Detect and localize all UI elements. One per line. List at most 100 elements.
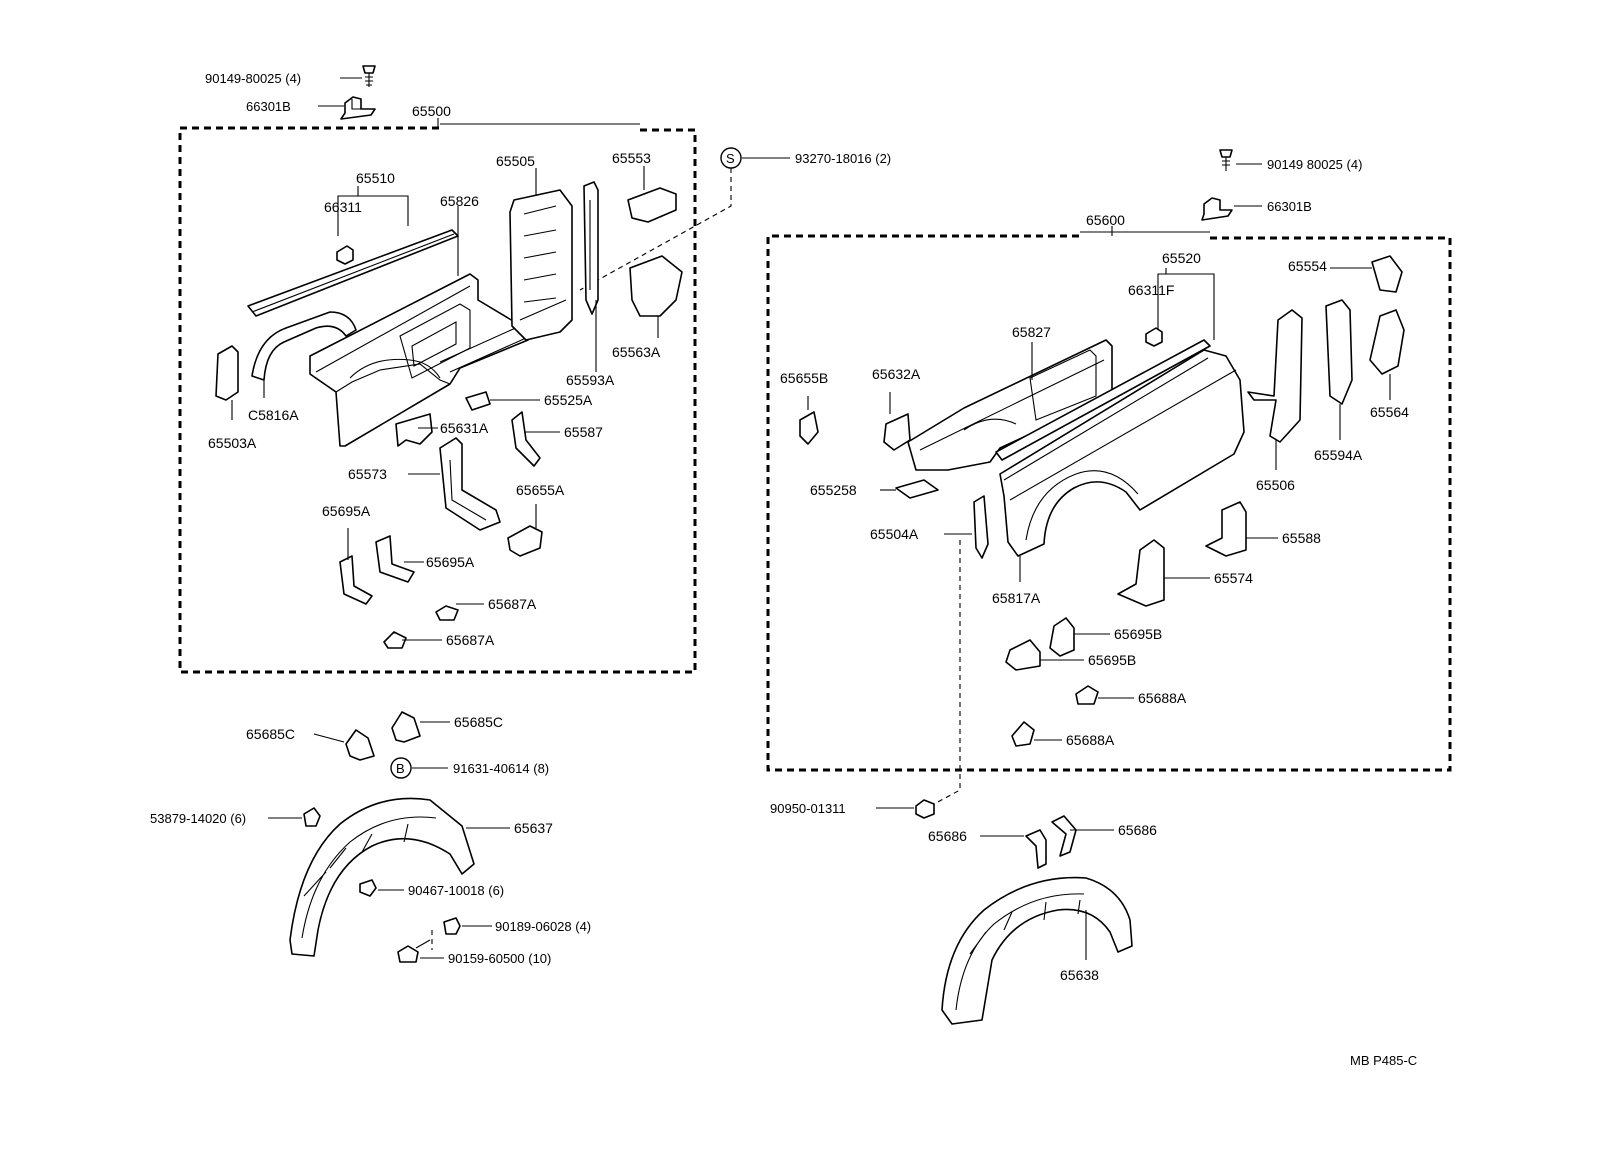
left-fender-liner-65637 [289,797,475,957]
nut-icon [303,807,321,827]
bracket-65632a [883,413,911,451]
bracket-65503a [215,345,239,401]
bracket-65573 [439,437,501,531]
label-65638: 65638 [1060,967,1099,983]
label-65573: 65573 [348,466,387,482]
label-65685c-1: 65685C [246,726,295,742]
b-circle-icon [390,757,412,779]
clip-90467-icon [359,879,377,897]
clip-66301b-right-icon [1201,197,1233,221]
label-65685c-2: 65685C [454,714,503,730]
label-65588: 65588 [1282,530,1321,546]
clip-icon [340,96,376,120]
label-65688a-1: 65688A [1138,690,1187,706]
right-assembly-frame [766,226,1452,772]
label-65687a-1: 65687A [488,596,537,612]
clip-65688a-1 [1075,685,1099,705]
label-65520: 65520 [1162,250,1201,266]
right-outer-side-panel [999,349,1245,557]
label-90149-80025-right: 90149 80025 (4) [1267,157,1362,172]
label-c5816a: C5816A [248,407,299,423]
bracket-65587 [511,411,541,467]
grommet-90950-icon [915,799,935,819]
bracket-65631a [395,413,433,447]
bracket-65686-1 [1025,829,1047,869]
bracket-65553 [627,187,677,223]
label-65525a: 65525A [544,392,593,408]
pillar-65506 [1247,309,1303,443]
bracket-65563a [629,255,683,317]
label-65826: 65826 [440,193,479,209]
clip-65687a-1 [435,605,459,621]
label-65631a: 65631A [440,420,489,436]
label-66301b-left: 66301B [246,99,291,114]
label-65686-2: 65686 [1118,822,1157,838]
label-65695b-2: 65695B [1088,652,1136,668]
label-65695a-1: 65695A [322,503,371,519]
clip-66311-icon [336,245,354,265]
label-65637: 65637 [514,820,553,836]
b-mark: B [396,761,405,776]
label-65686-1: 65686 [928,828,967,844]
clip-90189-icon [443,917,461,935]
clip-65688a-2 [1011,721,1035,747]
label-90950-01311: 90950-01311 [770,801,846,816]
right-top-rail [995,339,1211,461]
s-mark: S [726,151,735,166]
label-65827: 65827 [1012,324,1051,340]
label-91631-40614: 91631-40614 (8) [453,761,549,776]
label-65600: 65600 [1086,212,1125,228]
bracket-65686-2 [1051,815,1077,857]
pillar-65594a [1325,299,1353,405]
label-65564: 65564 [1370,404,1409,420]
bracket-65695a-1 [339,555,373,605]
bolt-90159-icon [397,939,431,963]
bracket-65525a [465,391,491,411]
label-65687a-2: 65687A [446,632,495,648]
bracket-65564 [1369,309,1405,375]
label-65510: 65510 [356,170,395,186]
clip-66311f-icon [1145,327,1163,347]
bracket-65695b-1 [1005,639,1041,671]
screw-icon [362,65,376,87]
bracket-65554 [1371,255,1403,293]
label-90149-80025-left: 90149-80025 (4) [205,71,301,86]
label-65563a: 65563A [612,344,661,360]
label-66311f: 66311F [1128,282,1174,298]
label-65503a: 65503A [208,435,257,451]
label-65817a: 65817A [992,590,1041,606]
label-65655b: 65655B [780,370,828,386]
screw-right-icon [1219,149,1233,171]
bracket-65588 [1205,501,1247,557]
left-pillar-65593a [583,181,599,315]
label-65506: 65506 [1256,477,1295,493]
label-90467-10018: 90467-10018 (6) [408,883,504,898]
clip-65685c-1 [345,729,375,761]
right-fender-liner-65638 [941,876,1133,1025]
label-65505: 65505 [496,153,535,169]
bracket-65655a [507,525,543,557]
label-65504a: 65504A [870,526,919,542]
label-65574: 65574 [1214,570,1253,586]
bracket-65695b-2 [1049,617,1075,657]
label-90159-60500: 90159-60500 (10) [448,951,551,966]
label-65688a-2: 65688A [1066,732,1115,748]
reference-code: MB P485-C [1350,1053,1417,1068]
label-65594a: 65594A [1314,447,1363,463]
label-65500: 65500 [412,103,451,119]
bracket-65525b [895,479,939,499]
label-65553: 65553 [612,150,651,166]
label-65655a: 65655A [516,482,565,498]
bracket-65574 [1117,539,1165,607]
label-65587: 65587 [564,424,603,440]
label-65695a-2: 65695A [426,554,475,570]
bracket-65655b [799,411,819,445]
bracket-65504a [973,495,989,559]
bracket-65695a-2 [375,535,415,583]
left-fender-arch [251,311,357,381]
left-bed-side-panel [309,273,529,447]
label-65593a: 65593A [566,372,615,388]
label-93270-18016: 93270-18016 (2) [795,151,891,166]
label-65695b-1: 65695B [1114,626,1162,642]
